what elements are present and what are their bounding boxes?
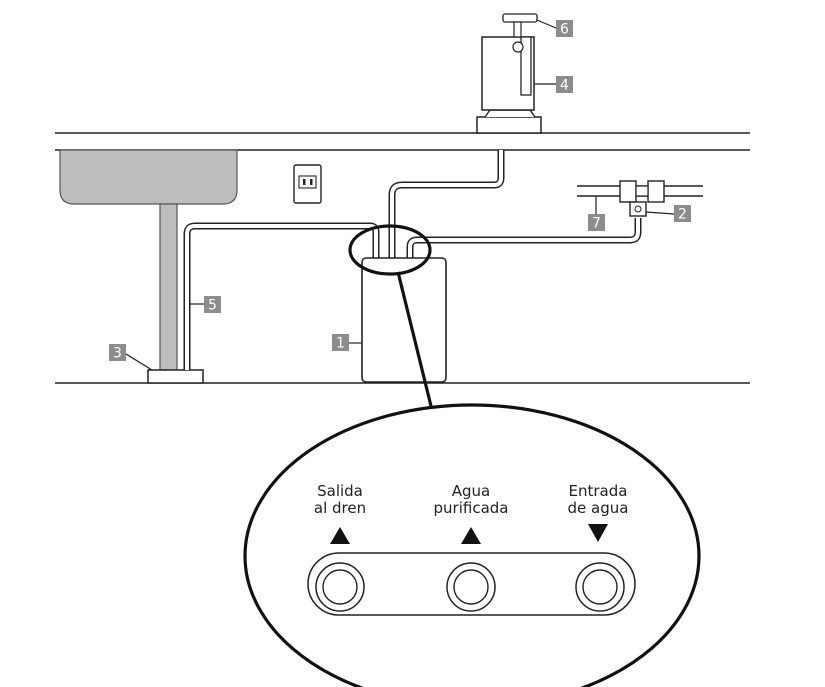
faucet-handle [520,36,532,96]
port-inlet [575,562,625,612]
callout-4: 4 [556,76,573,94]
callout-1: 1 [332,334,349,352]
callout-7: 7 [588,214,605,232]
callout-6: 6 [556,20,573,38]
svg-text:1: 1 [336,336,345,352]
port-label-purified-line1: Agua [452,482,490,500]
arrow-up-drain-icon [330,527,350,544]
faucet-base [476,116,542,134]
wall-outlet-socket [298,175,317,189]
svg-text:2: 2 [678,207,687,223]
port-label-drain-line1: Salida [317,482,363,500]
arrow-down-inlet-icon [588,524,608,542]
svg-text:4: 4 [560,78,569,94]
zoom-highlight [348,224,432,276]
port-label-inlet-line1: Entrada [569,482,628,500]
supply-fitting-left [619,180,637,203]
callout-2: 2 [674,205,691,223]
drain-base [147,369,204,384]
port-drain [315,562,365,612]
sink-drain-pipe [159,203,178,371]
port-label-purified-line2: purificada [434,499,509,517]
svg-text:5: 5 [208,298,217,314]
arrow-up-purified-icon [461,527,481,544]
callout-5: 5 [204,296,221,314]
svg-text:6: 6 [560,22,569,38]
sink-basin [59,149,238,205]
port-label-inlet-line2: de agua [568,499,629,517]
supply-fitting-right [647,180,665,203]
svg-text:7: 7 [592,216,601,232]
zoom-leader-line [396,271,433,407]
port-label-drain-line2: al dren [314,499,366,517]
callout-3: 3 [109,344,126,362]
zoom-ellipse [243,403,701,687]
faucet-lever [502,13,538,23]
port-purified [446,562,496,612]
filter-unit [361,257,447,383]
svg-text:3: 3 [113,346,122,362]
